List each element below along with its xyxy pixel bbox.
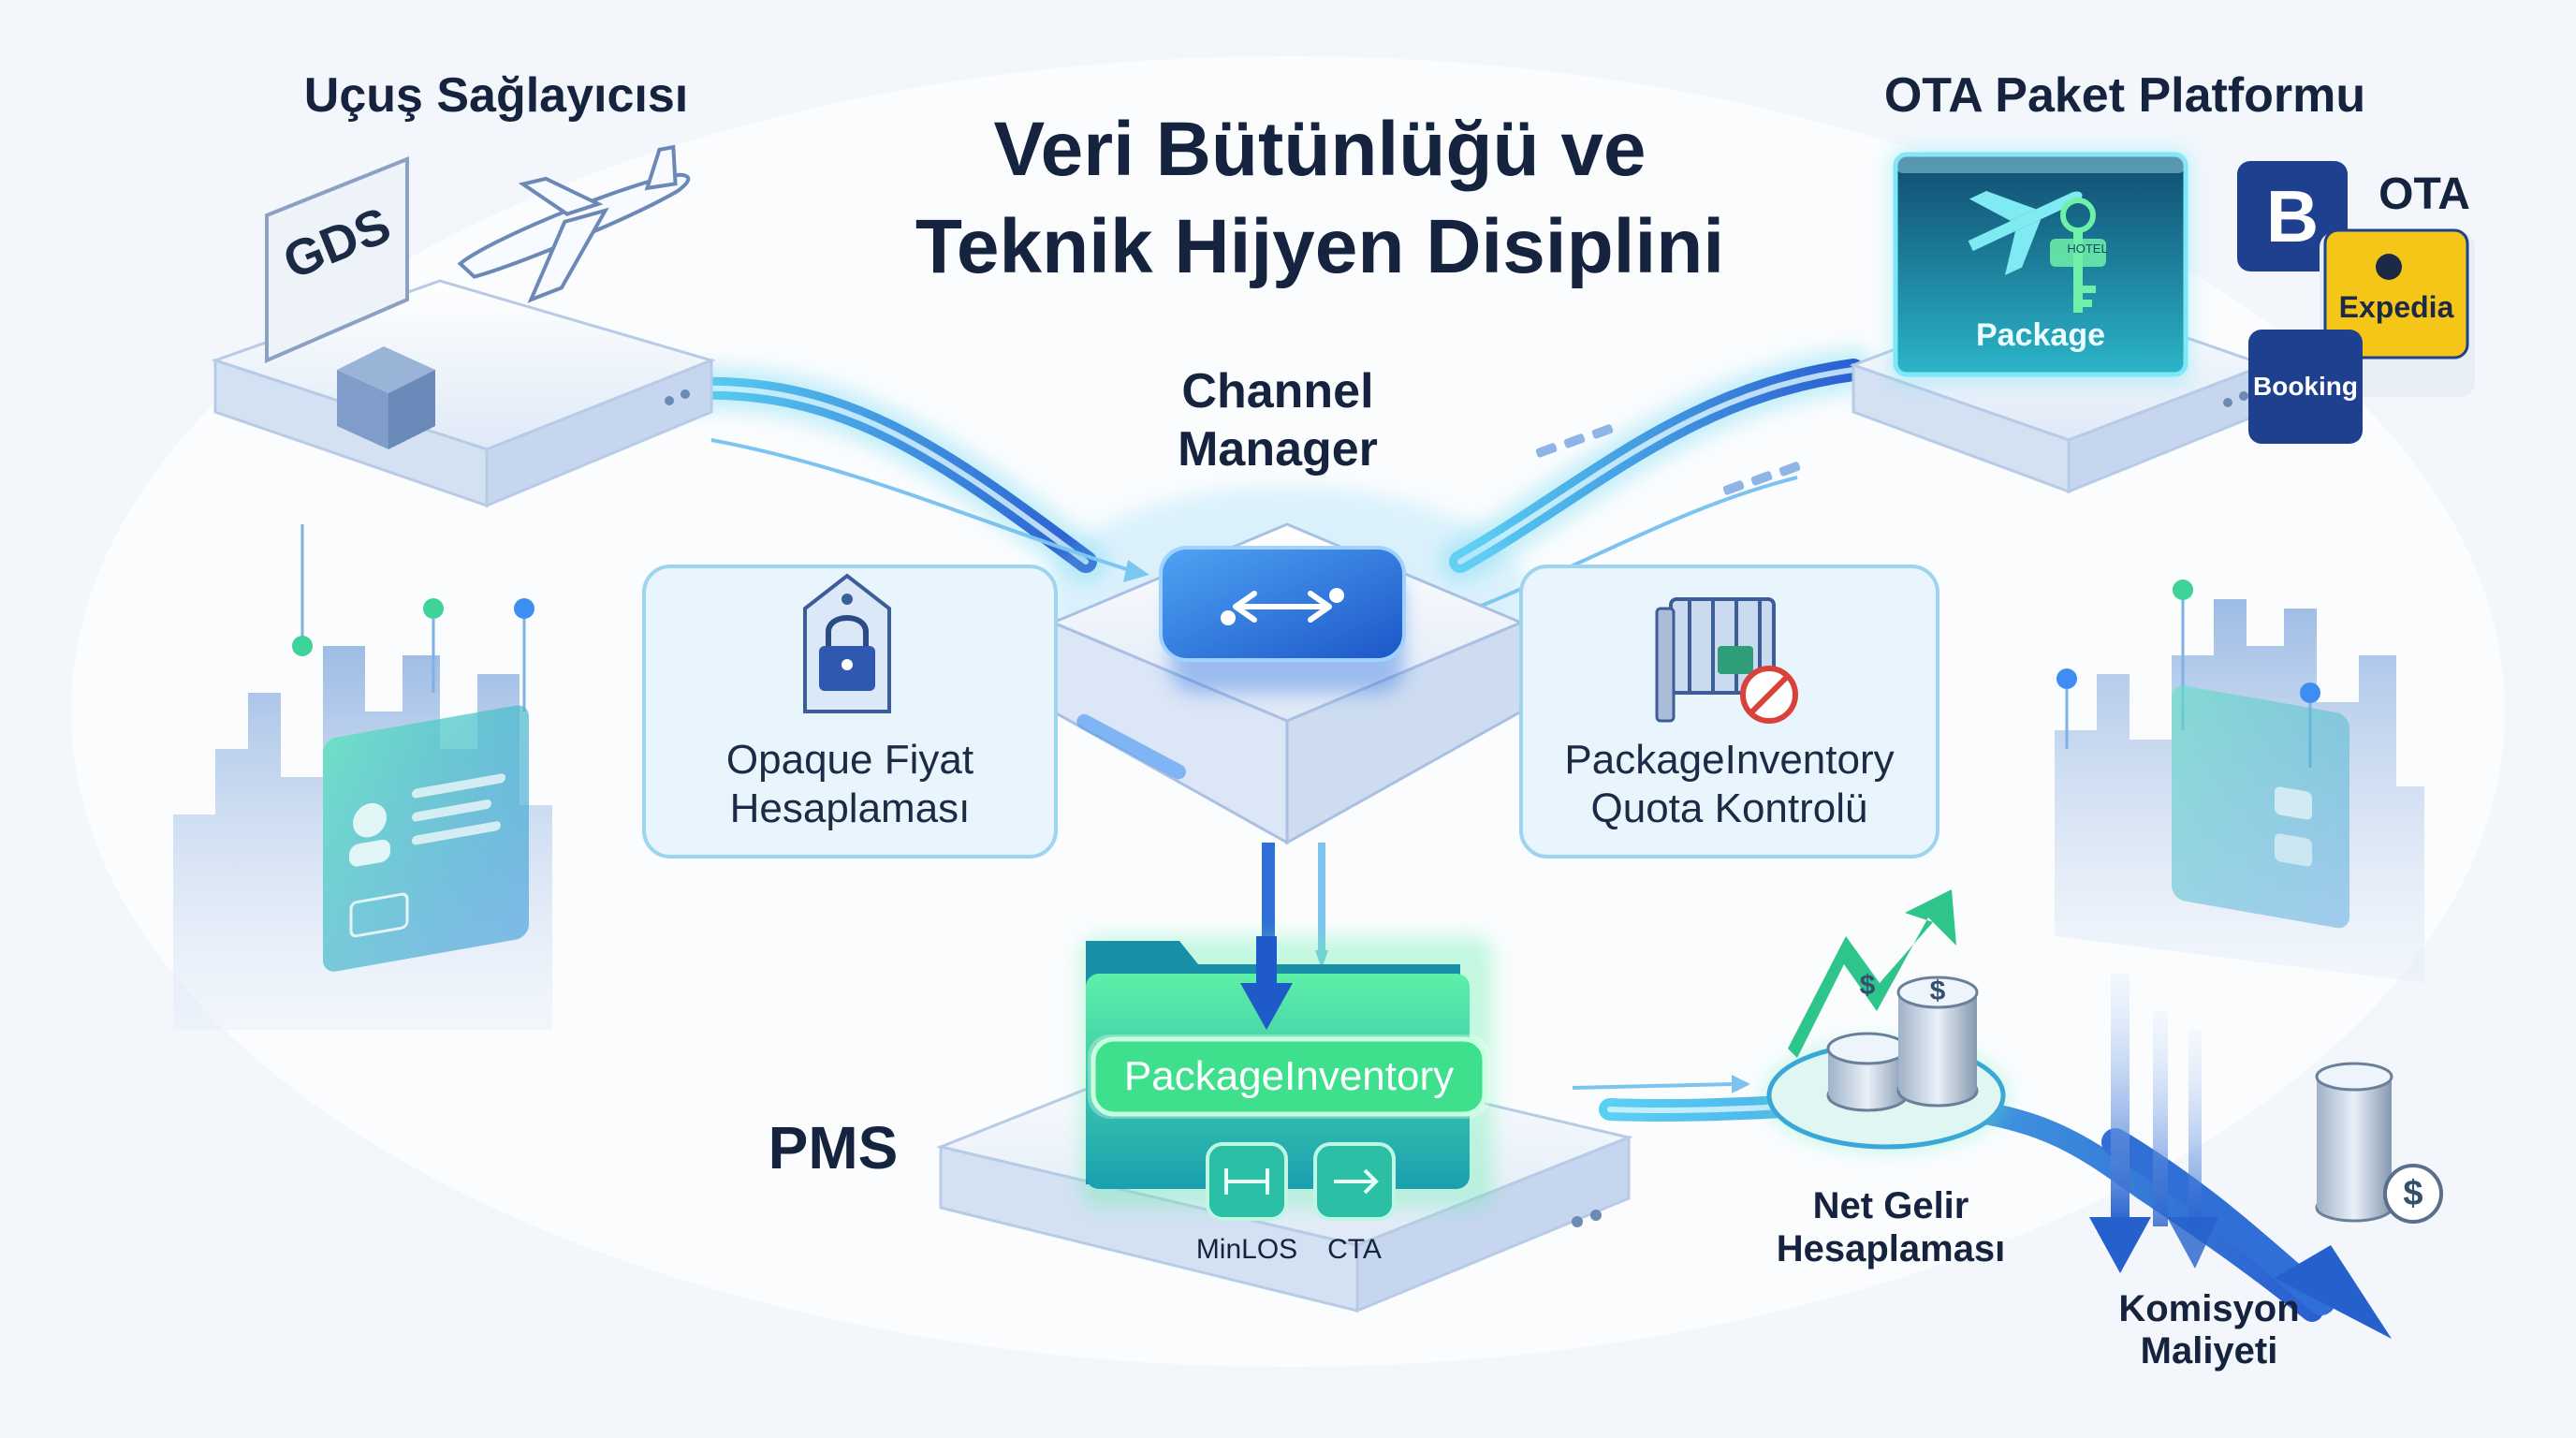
flight-provider-label: Uçuş Sağlayıcısı	[303, 68, 689, 123]
net-revenue-line1: Net Gelir	[1812, 1185, 1969, 1226]
net-revenue-line2: Hesaplaması	[1776, 1228, 2006, 1269]
hotel-tag-text: HOTEL	[2067, 242, 2108, 256]
ota-platform	[1849, 150, 2270, 494]
ota-brand-text: OTA	[2378, 169, 2470, 219]
pms-platform	[936, 936, 1633, 1313]
expedia-logo-text: Expedia	[2338, 290, 2454, 324]
info-box-quota	[1519, 565, 1939, 858]
channel-manager-label-line1: Channel	[1181, 364, 1374, 418]
minlos-label: MinLOS	[1195, 1234, 1298, 1265]
opaque-pricing-line2: Hesaplaması	[729, 785, 971, 831]
coin-dollar-symbol-2: $	[1929, 976, 1946, 1006]
folder-package-inventory-label: PackageInventory	[1123, 1053, 1455, 1099]
b-logo: B	[2265, 175, 2320, 257]
page-title-line1: Veri Bütünlüğü ve	[993, 107, 1647, 192]
channel-manager-label-line2: Manager	[1178, 422, 1378, 477]
ota-brand-tiles	[2237, 161, 2475, 444]
net-revenue-graphic	[1764, 889, 2008, 1152]
commission-line1: Komisyon	[2118, 1288, 2300, 1329]
commission-line2: Maliyeti	[2140, 1330, 2278, 1372]
ota-platform-label: OTA Paket Platformu	[1883, 68, 2366, 123]
city-skyline-left	[173, 524, 552, 1030]
coin-dollar-symbol-1: $	[1859, 970, 1876, 1001]
connection-pipes	[671, 348, 2392, 1339]
quota-control-line2: Quota Kontrolü	[1590, 785, 1868, 831]
booking-logo-text: Booking	[2253, 372, 2358, 401]
quota-control-line1: PackageInventory	[1564, 737, 1895, 783]
channel-manager-hub	[1044, 487, 1530, 992]
page-title-line2: Teknik Hijyen Disiplini	[915, 204, 1725, 289]
cta-label: CTA	[1327, 1234, 1382, 1265]
commission-graphic	[2315, 1062, 2443, 1224]
info-box-opaque	[642, 565, 1058, 858]
coin-dollar-symbol-3: $	[2403, 1174, 2423, 1213]
flight-provider-platform	[211, 144, 716, 508]
ota-screen-package-text: Package	[1976, 317, 2105, 353]
city-skyline-right	[2055, 580, 2424, 983]
pms-label: PMS	[768, 1114, 899, 1181]
opaque-pricing-line1: Opaque Fiyat	[725, 737, 974, 783]
